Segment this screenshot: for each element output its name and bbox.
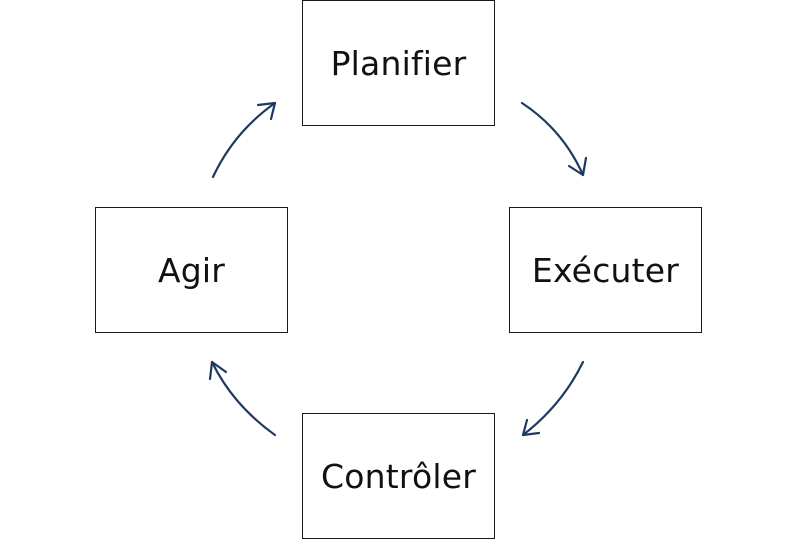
step-executer-label: Exécuter [531,250,680,290]
step-planifier-label: Planifier [330,43,467,83]
arrow-act-to-plan [211,101,277,179]
step-planifier: Planifier [302,0,495,126]
step-executer: Exécuter [509,207,702,333]
step-agir: Agir [95,207,288,333]
arrow-plan-to-exec [520,101,588,177]
step-controler: Contrôler [302,413,495,539]
step-controler-label: Contrôler [321,456,476,496]
arrow-exec-to-check [521,360,585,437]
step-agir-label: Agir [157,250,226,290]
arrow-check-to-act [208,360,277,437]
